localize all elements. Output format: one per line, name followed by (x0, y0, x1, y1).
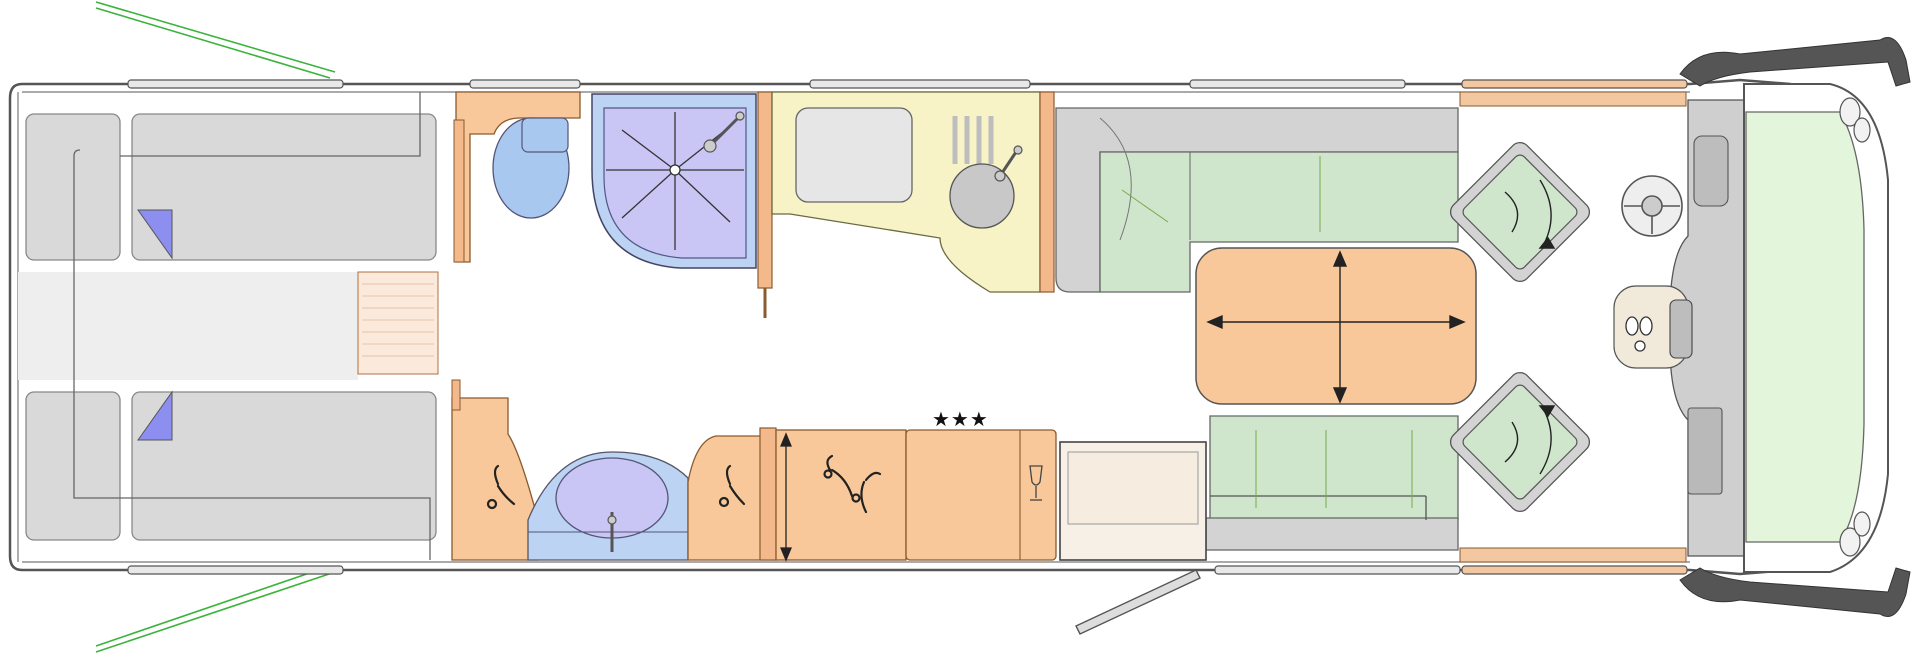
mirror-right (1679, 567, 1911, 617)
bed-frame-outline (73, 92, 431, 560)
tap-icon (994, 145, 1023, 182)
drying-rack (952, 116, 994, 164)
entrance-door-leaf (1075, 569, 1201, 635)
step-entry (357, 271, 439, 375)
cushion-seam (1121, 189, 1169, 223)
dining-table (1195, 247, 1477, 405)
bed-right-bottom (131, 391, 437, 541)
windscreen (1745, 111, 1865, 543)
wardrobe-height-arrow (780, 432, 792, 562)
bed-left-top (25, 113, 121, 261)
wardrobe-cabinet-1 (687, 435, 777, 561)
instrument-cluster (1693, 135, 1729, 207)
window-bottom-1 (127, 565, 344, 575)
kitchen-hob (795, 107, 913, 203)
window-top-4 (1189, 79, 1406, 89)
bed-left-bottom (25, 391, 121, 541)
tap-icon (703, 111, 745, 153)
pillow-top (137, 209, 173, 260)
kitchen-end-panel (1039, 91, 1055, 293)
hanger-icon (718, 464, 746, 508)
window-top-1 (127, 79, 344, 89)
washroom-partition-right (757, 91, 773, 289)
toilet-tank (521, 117, 569, 153)
washroom-partition-bottom (451, 379, 461, 411)
wine-glass-icon (1029, 465, 1043, 501)
cab-side-panel-top (1459, 91, 1687, 107)
headlight-bottom (1839, 511, 1871, 557)
window-top-3 (809, 79, 1031, 89)
step-treads (362, 283, 434, 357)
drain-icon (606, 112, 744, 250)
fridge-rating-label: ★★★ (932, 407, 989, 431)
entrance-step-tread (1067, 451, 1199, 525)
tap-icon (607, 512, 617, 552)
console-controls (1625, 316, 1653, 352)
window-bottom-3 (1461, 565, 1688, 575)
hanger-icon (823, 454, 882, 514)
cab-side-panel-bottom (1459, 547, 1687, 563)
window-top-5 (1461, 79, 1688, 89)
wardrobe-divider (759, 427, 777, 561)
pillow-bottom (137, 390, 173, 441)
wardrobe-cabinet-2 (775, 429, 907, 561)
bench-seat-cushion (1209, 415, 1459, 521)
mirror-left (1679, 37, 1911, 87)
bench-sofa-back (1205, 517, 1459, 551)
rear-garage-door-bottom (95, 565, 336, 653)
rear-garage-door-top (95, 1, 336, 79)
window-bottom-2 (1214, 565, 1461, 575)
steering-wheel-icon (1621, 175, 1683, 237)
glovebox (1687, 407, 1723, 495)
window-top-2 (469, 79, 581, 89)
bed-right-top (131, 113, 437, 261)
swivel-arrow-icon (1504, 405, 1556, 475)
headlight-top (1839, 97, 1871, 143)
fridge-cabinet (905, 429, 1057, 561)
lounge-corner-arc (1099, 117, 1132, 241)
swivel-arrow-icon (1504, 179, 1556, 249)
rear-floor-panel (18, 272, 358, 380)
washroom-partition-left (453, 119, 465, 263)
table-extend-arrows-icon (1206, 250, 1466, 404)
gear-lever-panel (1669, 299, 1693, 359)
hanger-icon (486, 464, 516, 510)
